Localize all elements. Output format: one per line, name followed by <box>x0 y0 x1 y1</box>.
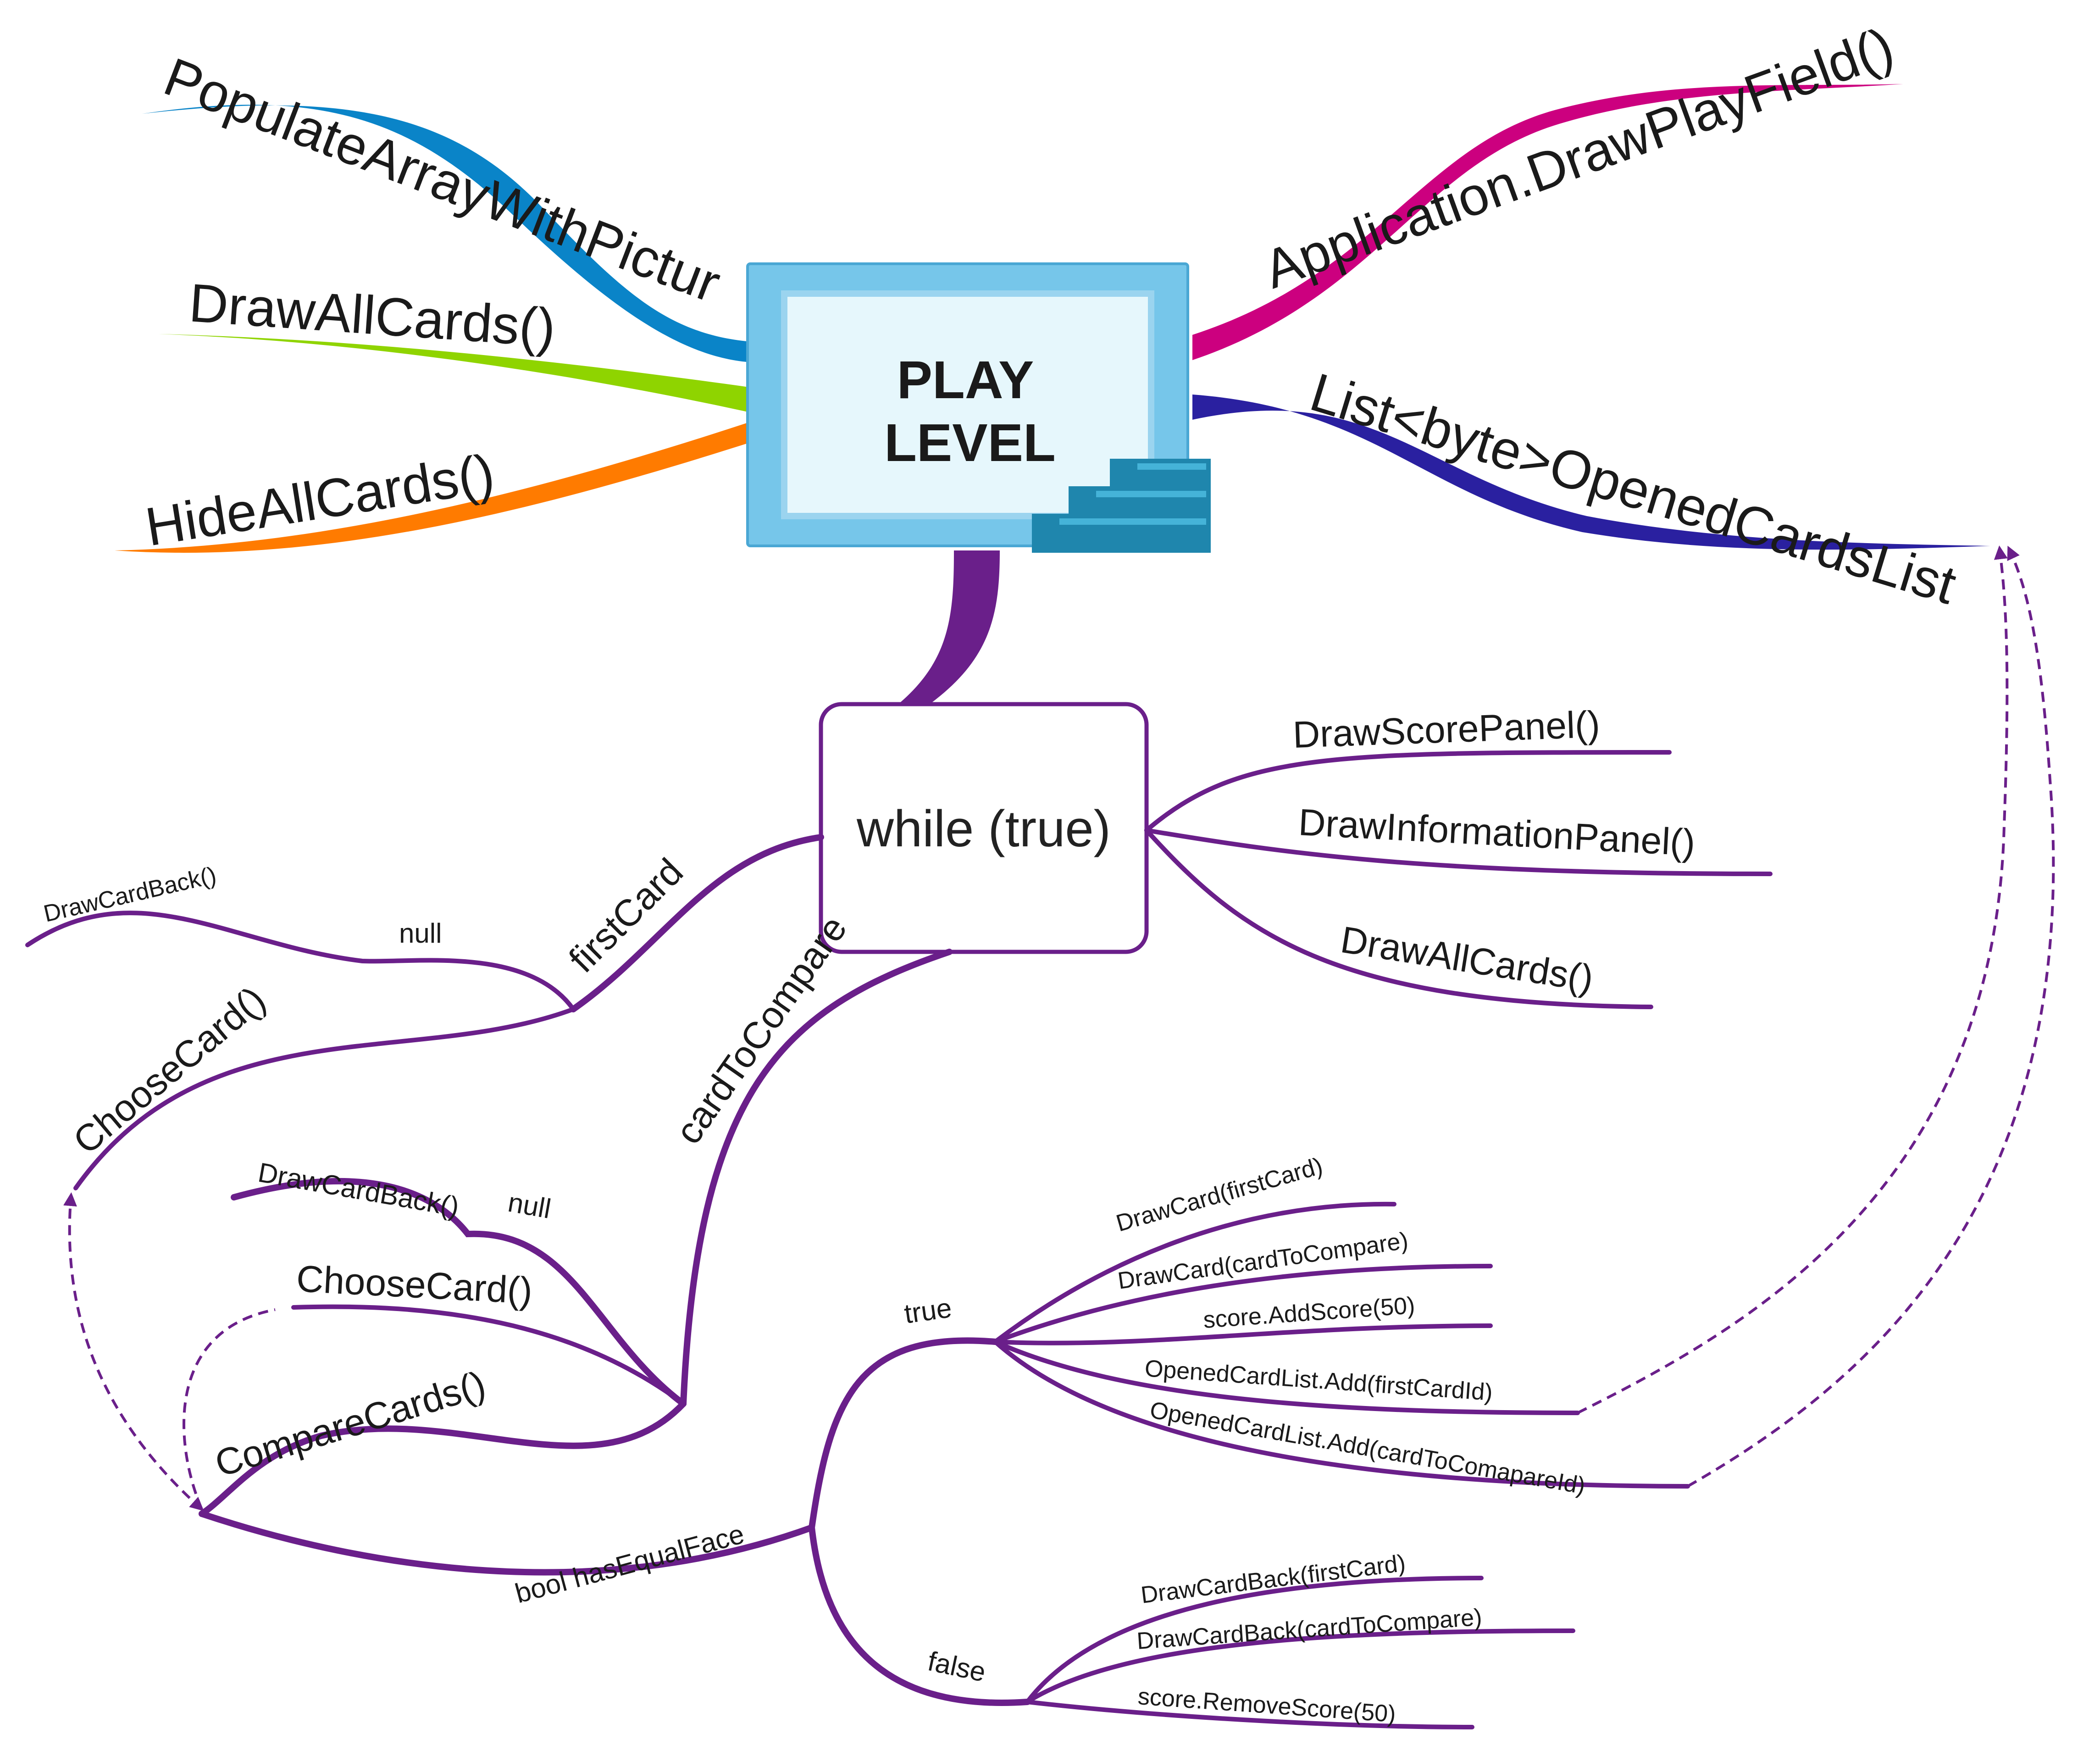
connector-info-panel <box>1144 828 1773 876</box>
center-title-line1: PLAY <box>897 350 1034 410</box>
connector-first-card <box>570 834 824 1012</box>
play-level-node[interactable]: PLAY LEVEL <box>746 262 1211 553</box>
connector-card-to-compare <box>680 949 953 1407</box>
populate-label: PopulateArrayWithPictur <box>156 46 728 314</box>
dashed-link-compare-to-second-choose <box>183 1308 276 1510</box>
second-choose-card-label: ChooseCard() <box>295 1258 533 1312</box>
first-draw-card-back-label: DrawCardBack() <box>41 862 219 928</box>
connector-draw-all <box>1144 828 1653 1009</box>
card-to-compare-label: cardToCompare <box>667 908 855 1151</box>
first-card-label: firstCard <box>561 850 691 980</box>
list-label: List<byte>OpenedCardsList <box>1303 362 1962 616</box>
connector-false <box>809 1524 1031 1706</box>
connector-true-3 <box>993 1323 1493 1345</box>
false-item-1-label: DrawCardBack(firstCard) <box>1139 1550 1407 1609</box>
draw-all-cards-label: DrawAllCards() <box>187 272 557 358</box>
draw-all-cards-loop-label: DrawAllCards() <box>1338 919 1596 1000</box>
monitor-screen <box>781 290 1154 519</box>
connector-true-1 <box>993 1201 1396 1344</box>
while-title: while (true) <box>856 800 1111 857</box>
loop-connectors <box>25 750 1773 1729</box>
list-branch <box>1192 395 1990 550</box>
hide-all-cards-branch <box>115 420 757 553</box>
true-item-2-label: DrawCard(cardToCompare) <box>1116 1228 1410 1295</box>
false-label: false <box>925 1645 988 1688</box>
connector-false-3 <box>1025 1700 1474 1729</box>
connector-true <box>809 1337 998 1531</box>
stairs-icon <box>1032 459 1211 553</box>
application-label: Application.DrawPlayField() <box>1256 16 1901 300</box>
dashed-link-compare-to-choose <box>63 1192 204 1512</box>
has-equal-face-label: bool hasEqualFace <box>512 1518 748 1609</box>
connector-has-equal-face <box>199 1511 815 1576</box>
second-null-label: null <box>506 1187 554 1224</box>
dashed-links <box>63 545 2055 1512</box>
while-node[interactable]: while (true) <box>819 702 1149 954</box>
connector-second-choose <box>291 1304 686 1406</box>
draw-information-panel-label: DrawInformationPanel() <box>1297 801 1696 864</box>
true-label: true <box>902 1292 953 1329</box>
application-branch <box>1192 84 1903 360</box>
connector-compare-cards <box>199 1400 687 1517</box>
dashed-link-second-to-list <box>1687 545 2055 1488</box>
connector-true-4 <box>993 1339 1580 1415</box>
top-branches <box>115 84 1990 711</box>
true-item-1-label: DrawCard(firstCard) <box>1113 1153 1325 1237</box>
connector-false-2 <box>1025 1628 1575 1704</box>
loop-stem <box>890 550 1000 711</box>
connector-true-2 <box>993 1264 1493 1344</box>
populate-branch <box>142 105 752 362</box>
connector-first-choose <box>73 1007 576 1190</box>
connector-false-1 <box>1025 1576 1484 1704</box>
connector-first-null <box>25 911 576 1011</box>
true-item-4-label: OpenedCardList.Add(firstCardId) <box>1144 1355 1493 1406</box>
second-draw-card-back-label: DrawCardBack() <box>256 1157 461 1223</box>
center-title-line2: LEVEL <box>884 413 1056 472</box>
first-null-label: null <box>399 918 442 949</box>
compare-cards-label: CompareCards() <box>211 1363 491 1485</box>
connector-second-null <box>231 1178 687 1407</box>
draw-score-panel-label: DrawScorePanel() <box>1292 704 1601 756</box>
draw-all-cards-branch <box>158 334 752 413</box>
connector-score-panel <box>1144 750 1672 833</box>
false-item-2-label: DrawCardBack(cardToCompare) <box>1136 1604 1483 1654</box>
connector-true-5 <box>993 1339 1690 1489</box>
dashed-link-first-to-list <box>1577 545 2009 1414</box>
